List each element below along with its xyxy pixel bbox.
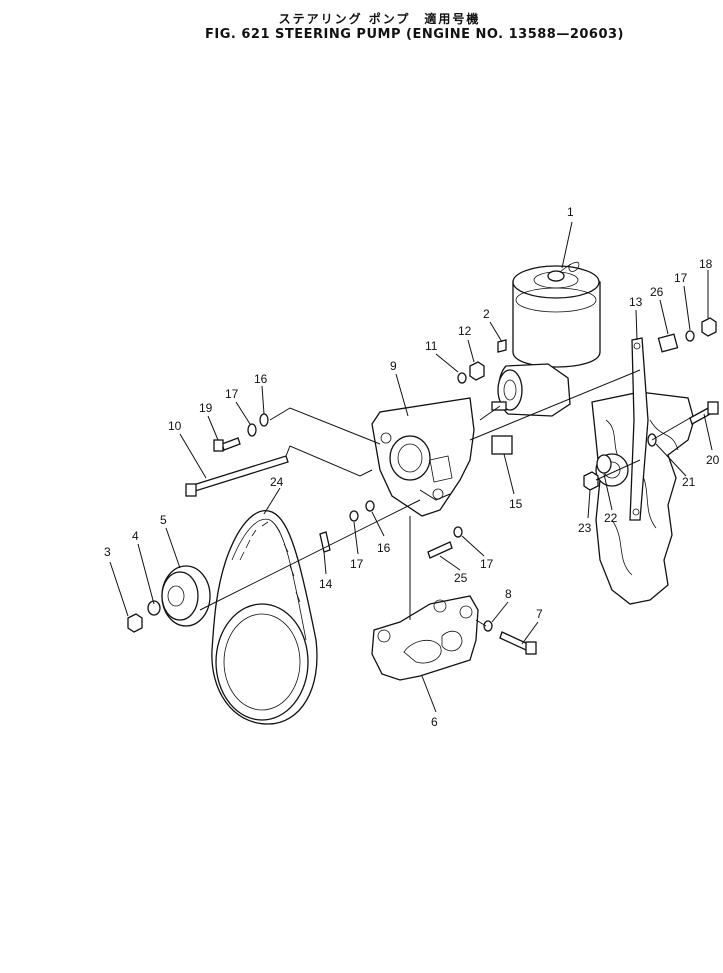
figure-title: FIG. 621 STEERING PUMP (ENGINE NO. 13588… (205, 27, 625, 42)
callout-16a: 16 (254, 372, 268, 386)
engine-block (591, 391, 695, 605)
callout-13: 13 (629, 295, 643, 309)
callout-22: 22 (604, 511, 618, 525)
callout-17b: 17 (350, 557, 364, 571)
callout-25: 25 (454, 571, 468, 585)
callout-16b: 16 (377, 541, 391, 555)
adjusting-plate (371, 595, 479, 681)
callout-1: 1 (567, 205, 574, 219)
callout-14: 14 (319, 577, 333, 591)
callout-20: 20 (706, 453, 720, 467)
callout-3: 3 (104, 545, 111, 559)
leader-lines (109, 221, 713, 713)
callout-5: 5 (160, 513, 167, 527)
pump-pulley (161, 565, 211, 627)
callout-21: 21 (682, 475, 696, 489)
callout-17a: 17 (225, 387, 239, 401)
fasteners (127, 317, 719, 655)
callout-18: 18 (699, 257, 713, 271)
assembly-lines (199, 369, 691, 627)
callout-9: 9 (390, 359, 397, 373)
adjusting-arm (629, 337, 649, 521)
callout-26: 26 (650, 285, 664, 299)
oil-reservoir (512, 261, 601, 368)
callout-labels: 1 2 3 4 5 6 7 8 9 10 11 12 13 14 15 16 1… (104, 205, 720, 729)
callout-6: 6 (431, 715, 438, 729)
callout-11: 11 (425, 339, 438, 353)
figure-title-japanese: ステアリング ポンプ 適用号機 (278, 12, 481, 26)
callout-10: 10 (168, 419, 182, 433)
callout-12: 12 (458, 324, 472, 338)
callout-15: 15 (509, 497, 523, 511)
callout-17c: 17 (480, 557, 494, 571)
crank-pulley (215, 603, 309, 721)
callout-2: 2 (483, 307, 490, 321)
callout-4: 4 (132, 529, 139, 543)
callout-17d: 17 (674, 271, 688, 285)
steering-pump (479, 363, 571, 421)
callout-23: 23 (578, 521, 592, 535)
callout-19: 19 (199, 401, 213, 415)
callout-8: 8 (505, 587, 512, 601)
pump-bracket (371, 397, 475, 517)
callout-24: 24 (270, 475, 284, 489)
callout-7: 7 (536, 607, 543, 621)
